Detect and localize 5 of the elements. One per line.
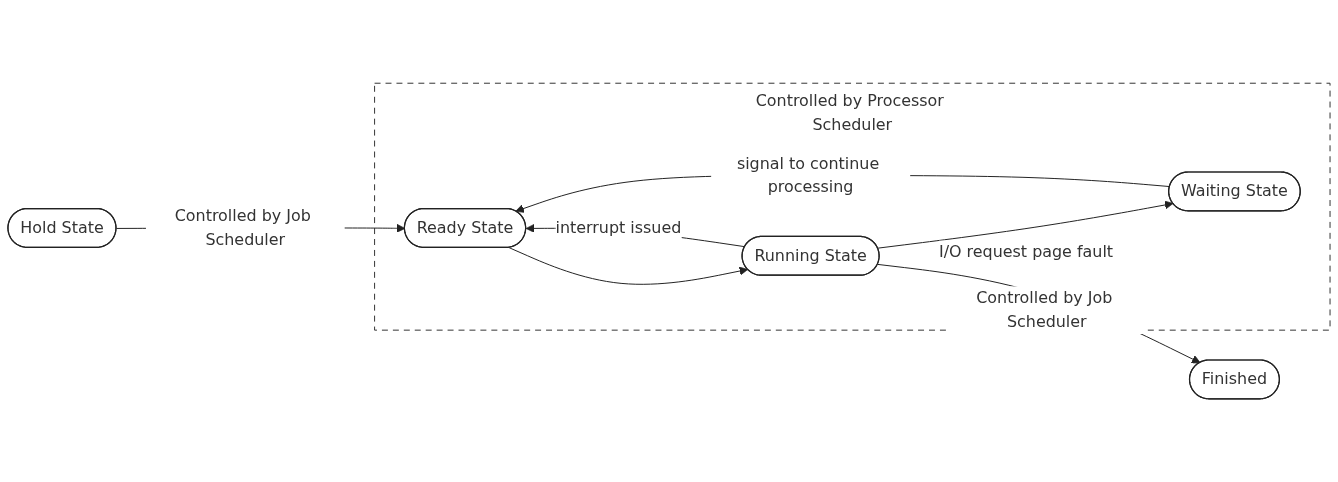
edge-label: signal to continue processing	[736, 153, 880, 197]
edge-label: I/O request page fault	[938, 242, 1114, 262]
edge-label: Controlled by Job Scheduler	[976, 288, 1113, 332]
edge-label: interrupt issued	[555, 218, 682, 237]
edge-label: Controlled by Job Scheduler	[174, 206, 311, 249]
